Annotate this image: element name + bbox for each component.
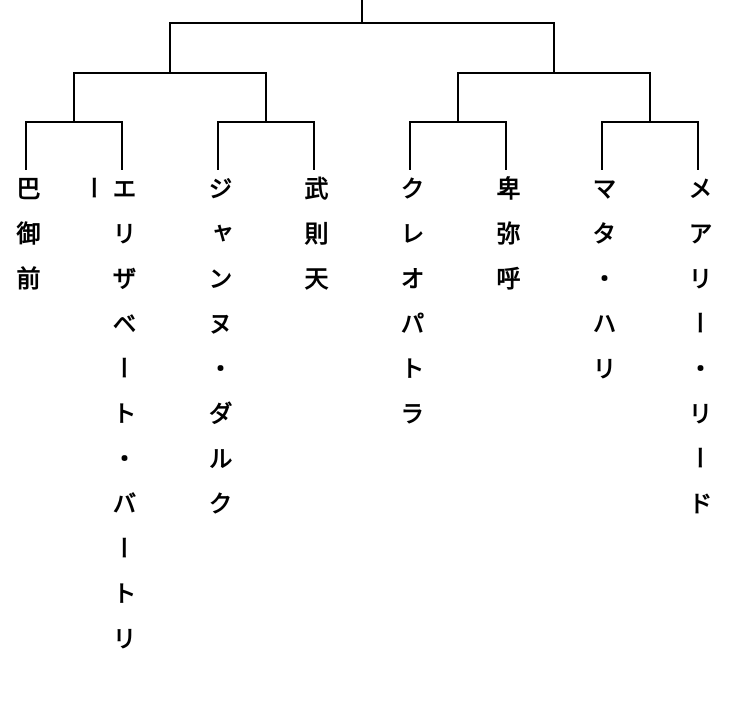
entrant-name-7: マタ・ハリ (588, 176, 616, 401)
entrant-name-5: クレオパトラ (396, 176, 424, 446)
bracket-connector-r2-2 (457, 72, 651, 122)
bracket-connector-r3-1 (169, 22, 555, 73)
bracket-connector-r1-4 (601, 121, 699, 170)
bracket-connector-r1-2 (217, 121, 315, 170)
bracket-connector-r1-3 (409, 121, 507, 170)
entrant-name-2: エリザベート・バートリー (78, 176, 136, 671)
entrant-name-6: 卑弥呼 (492, 176, 520, 311)
entrant-name-1: 巴御前 (12, 176, 40, 311)
bracket-connector-r1-1 (25, 121, 123, 170)
entrant-name-3: ジャンヌ・ダルク (204, 176, 232, 536)
entrant-name-4: 武則天 (300, 176, 328, 311)
bracket-connector-r2-1 (73, 72, 267, 122)
entrant-name-8: メアリー・リード (684, 176, 712, 536)
